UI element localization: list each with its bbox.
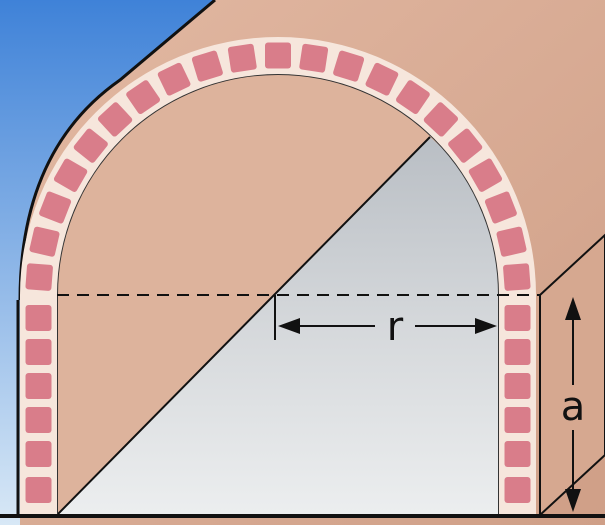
brick [126, 80, 160, 114]
brick [504, 305, 531, 331]
brick [504, 441, 531, 467]
brick [504, 477, 531, 503]
brick [503, 263, 531, 291]
brick [504, 407, 531, 433]
brick [448, 128, 483, 163]
brick [25, 305, 52, 331]
radius-arrowhead-left [278, 318, 300, 334]
brick [25, 263, 53, 291]
brick [25, 339, 52, 365]
brick [265, 42, 291, 69]
radius-arrowhead-right [475, 318, 497, 334]
brick [53, 158, 88, 192]
brick [191, 50, 223, 82]
brick [484, 191, 517, 224]
arch-inner-outline [56, 73, 500, 515]
brick [25, 407, 52, 433]
interior-edge-line [56, 136, 431, 516]
brick [299, 43, 329, 73]
brick [25, 441, 52, 467]
brick [333, 50, 365, 82]
brick [39, 191, 72, 224]
wall-height-label: a [561, 384, 586, 430]
brick [29, 226, 60, 257]
height-arrowhead-bottom [565, 489, 581, 512]
brick [504, 339, 531, 365]
brick [73, 128, 108, 163]
brick [504, 373, 531, 399]
radius-label: r [387, 304, 404, 350]
brick [496, 226, 527, 257]
brick [423, 102, 459, 137]
brick-ring [25, 42, 531, 503]
brick [157, 62, 191, 96]
brick [25, 477, 52, 503]
brick [227, 43, 257, 73]
tunnel-top-edge [18, 0, 216, 301]
brick [396, 80, 430, 114]
height-arrowhead-top [565, 297, 581, 320]
brick [97, 102, 133, 137]
brick [25, 373, 52, 399]
brick [365, 62, 399, 96]
brick [468, 158, 503, 192]
